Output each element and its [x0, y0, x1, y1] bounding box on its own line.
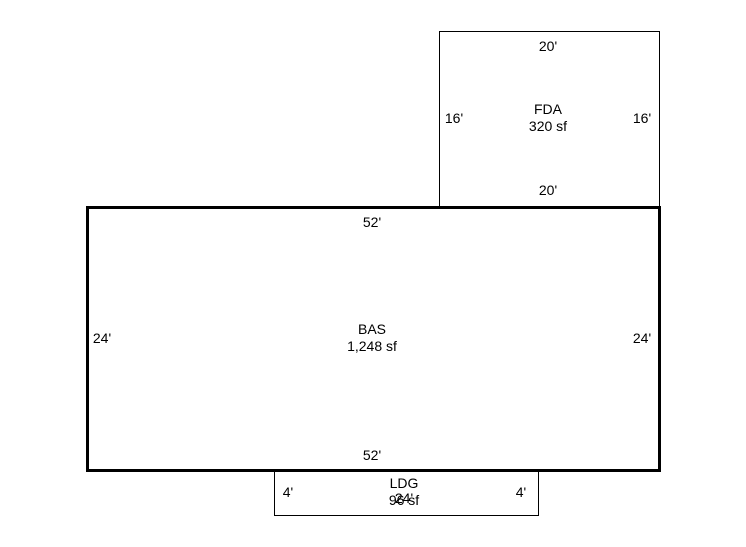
fda-left-dimension: 16' — [444, 110, 464, 126]
fda-room-code: FDA — [533, 101, 562, 117]
ldg-room-label: LDG 96 sf — [389, 475, 419, 509]
bas-room-area: 1,248 sf — [347, 338, 397, 354]
fda-bottom-dimension: 20' — [538, 182, 558, 198]
bas-right-dimension: 24' — [632, 330, 652, 346]
bas-left-dimension: 24' — [92, 330, 112, 346]
bas-bottom-dimension: 52' — [362, 447, 382, 463]
fda-right-dimension: 16' — [632, 110, 652, 126]
ldg-right-dimension: 4' — [515, 484, 527, 500]
ldg-room-area: 96 sf — [388, 492, 420, 508]
bas-room-label: BAS 1,248 sf — [347, 321, 397, 355]
fda-room-label: FDA 320 sf — [529, 101, 567, 135]
ldg-inner-dimension: 24' — [394, 490, 414, 506]
ldg-room-outline — [274, 471, 539, 516]
ldg-room-code: LDG — [389, 475, 419, 491]
bas-room-code: BAS — [357, 321, 387, 337]
bas-top-dimension: 52' — [362, 214, 382, 230]
fda-room-area: 320 sf — [528, 118, 568, 134]
ldg-left-dimension: 4' — [282, 484, 294, 500]
bas-room-outline — [86, 206, 661, 472]
fda-top-dimension: 20' — [538, 38, 558, 54]
